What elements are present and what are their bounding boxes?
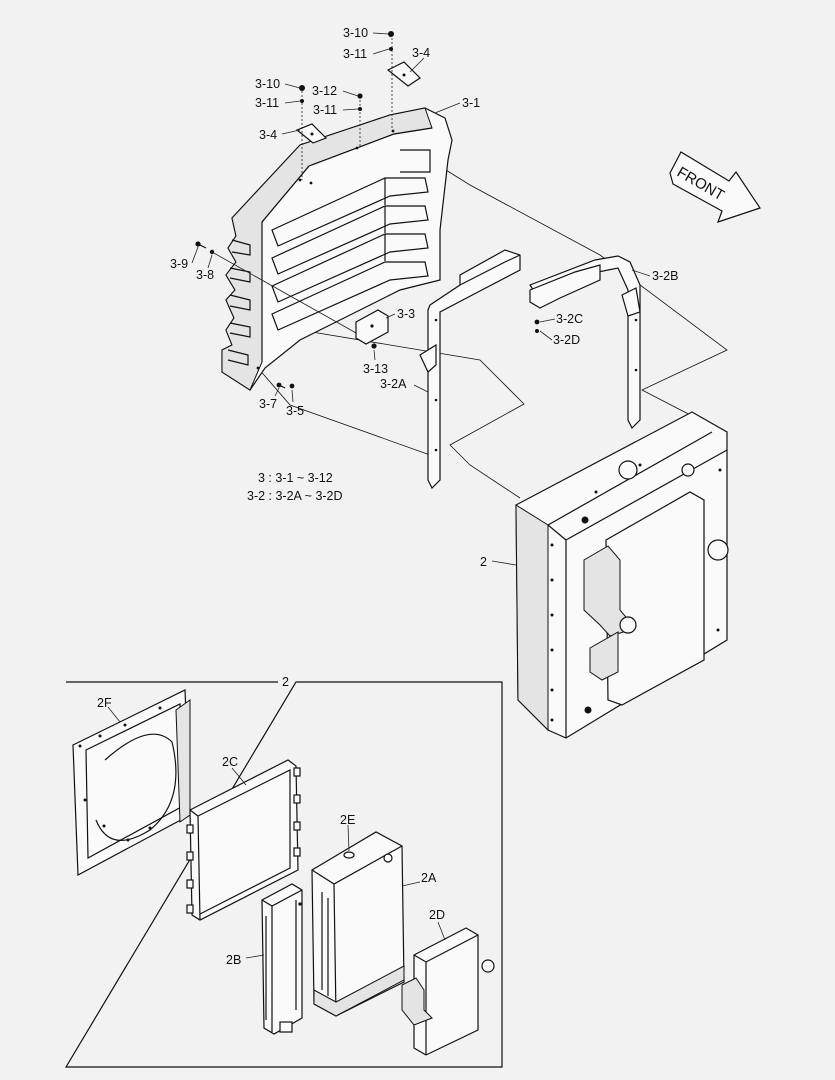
part-labels: 3-10 3-11 3-4 3-10 3-11 3-12 3-11 3-1 3-… xyxy=(97,26,678,967)
grille-louvers xyxy=(271,149,431,331)
label-2: 2 xyxy=(480,555,487,569)
tank-2D xyxy=(401,927,495,1056)
bracket-3-4-upper xyxy=(386,31,421,130)
label-3-11: 3-11 xyxy=(343,47,367,61)
label-3-2B: 3-2B xyxy=(652,269,678,283)
label-2-box: 2 xyxy=(282,675,289,689)
condenser-2C xyxy=(186,759,301,921)
oil-cooler-2B xyxy=(261,883,303,1035)
bolt-3-7 xyxy=(276,382,295,389)
label-3-12: 3-12 xyxy=(312,84,337,98)
radiator-assembly-2 xyxy=(515,411,729,739)
leader-lines xyxy=(107,32,651,959)
plate-3-3 xyxy=(355,309,389,349)
label-3-2A: 3-2A xyxy=(380,377,407,391)
frame-3-2B xyxy=(529,255,641,430)
label-3-10: 3-10 xyxy=(255,77,280,91)
label-3-2C: 3-2C xyxy=(556,312,583,326)
label-2A: 2A xyxy=(421,871,437,885)
label-3-7: 3-7 xyxy=(259,397,277,411)
label-3-3: 3-3 xyxy=(397,307,415,321)
fan-shroud-2F xyxy=(72,689,191,876)
front-arrow: FRONT xyxy=(669,151,761,223)
bracket-3-4-left xyxy=(295,85,363,180)
label-3-4: 3-4 xyxy=(412,46,430,60)
label-3-5: 3-5 xyxy=(286,404,304,418)
label-3-8: 3-8 xyxy=(196,268,214,282)
bolt-3-9 xyxy=(195,241,366,339)
label-3-10: 3-10 xyxy=(343,26,368,40)
label-3-9: 3-9 xyxy=(170,257,188,271)
label-3-11: 3-11 xyxy=(255,96,279,110)
label-3-13: 3-13 xyxy=(363,362,388,376)
group-notes: 3 : 3-1 ~ 3-12 3-2 : 3-2A ~ 3-2D xyxy=(247,471,343,503)
label-2B: 2B xyxy=(226,953,241,967)
label-3-4: 3-4 xyxy=(259,128,277,142)
label-3-11: 3-11 xyxy=(313,103,337,117)
label-2E: 2E xyxy=(340,813,355,827)
label-3-2D: 3-2D xyxy=(553,333,580,347)
note-line-1: 3 : 3-1 ~ 3-12 xyxy=(258,471,333,485)
label-2D: 2D xyxy=(429,908,445,922)
note-line-2: 3-2 : 3-2A ~ 3-2D xyxy=(247,489,343,503)
exploded-box-2 xyxy=(64,681,503,1068)
radiator-2A xyxy=(311,831,405,1017)
grille-3-1 xyxy=(221,107,453,391)
label-2F: 2F xyxy=(97,696,112,710)
label-3-1: 3-1 xyxy=(462,96,480,110)
frame-3-2A xyxy=(419,249,521,490)
label-2C: 2C xyxy=(222,755,238,769)
